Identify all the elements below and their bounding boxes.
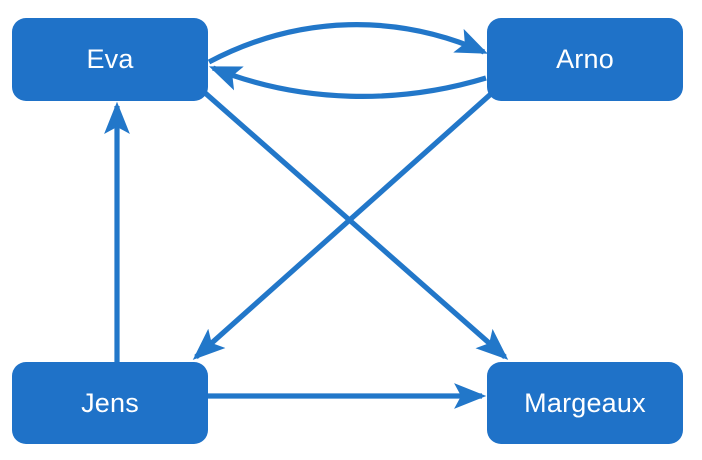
node-jens-label: Jens: [81, 387, 139, 418]
node-eva-label: Eva: [86, 44, 134, 74]
node-margeaux-label: Margeaux: [524, 387, 646, 418]
node-eva[interactable]: Eva: [12, 18, 208, 101]
node-arno-label: Arno: [556, 44, 614, 74]
node-margeaux[interactable]: Margeaux: [487, 362, 683, 444]
edge-arno-to-eva: [209, 65, 487, 99]
edge-eva-to-arno: [207, 22, 488, 65]
edge-arno-to-jens: [192, 91, 494, 360]
node-arno[interactable]: Arno: [487, 18, 683, 101]
node-jens[interactable]: Jens: [12, 362, 208, 444]
edge-eva-to-margeaux: [202, 90, 509, 360]
